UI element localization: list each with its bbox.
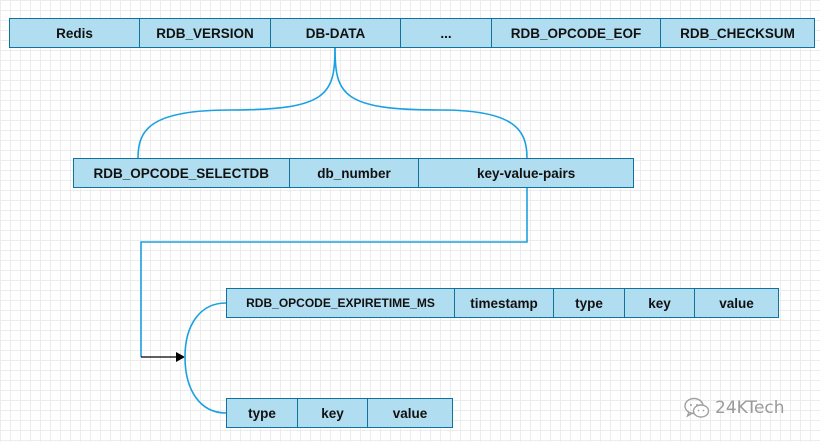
brace-db-data	[137, 47, 336, 159]
cell-ellipsis: ...	[400, 18, 492, 48]
cell-type: type	[553, 288, 625, 318]
row-rdb-format: Redis RDB_VERSION DB-DATA ... RDB_OPCODE…	[9, 18, 815, 48]
cell-db-data: DB-DATA	[270, 18, 401, 48]
cell-type: type	[226, 398, 298, 428]
cell-timestamp: timestamp	[454, 288, 554, 318]
cell-redis: Redis	[9, 18, 140, 48]
elbow-key-value-pairs	[140, 188, 528, 357]
watermark-text: 24KTech	[715, 398, 785, 418]
cell-key: key	[624, 288, 695, 318]
bracket-kv	[184, 302, 227, 414]
cell-key-value-pairs: key-value-pairs	[418, 158, 634, 188]
cell-rdb-opcode-selectdb: RDB_OPCODE_SELECTDB	[73, 158, 290, 188]
cell-db-number: db_number	[288, 158, 420, 188]
row-kv-plain: type key value	[226, 398, 453, 428]
cell-rdb-version: RDB_VERSION	[139, 18, 271, 48]
cell-rdb-checksum: RDB_CHECKSUM	[660, 18, 815, 48]
cell-value: value	[694, 288, 779, 318]
watermark: 24KTech	[684, 396, 785, 420]
row-kv-with-expire: RDB_OPCODE_EXPIRETIME_MS timestamp type …	[226, 288, 779, 318]
cell-rdb-opcode-expiretime-ms: RDB_OPCODE_EXPIRETIME_MS	[226, 288, 455, 318]
cell-value: value	[367, 398, 453, 428]
cell-rdb-opcode-eof: RDB_OPCODE_EOF	[491, 18, 661, 48]
brace-db-data-right	[334, 47, 528, 159]
row-db-data: RDB_OPCODE_SELECTDB db_number key-value-…	[73, 158, 634, 188]
arrow-head	[176, 352, 185, 362]
cell-key: key	[297, 398, 368, 428]
wechat-icon	[684, 397, 710, 418]
